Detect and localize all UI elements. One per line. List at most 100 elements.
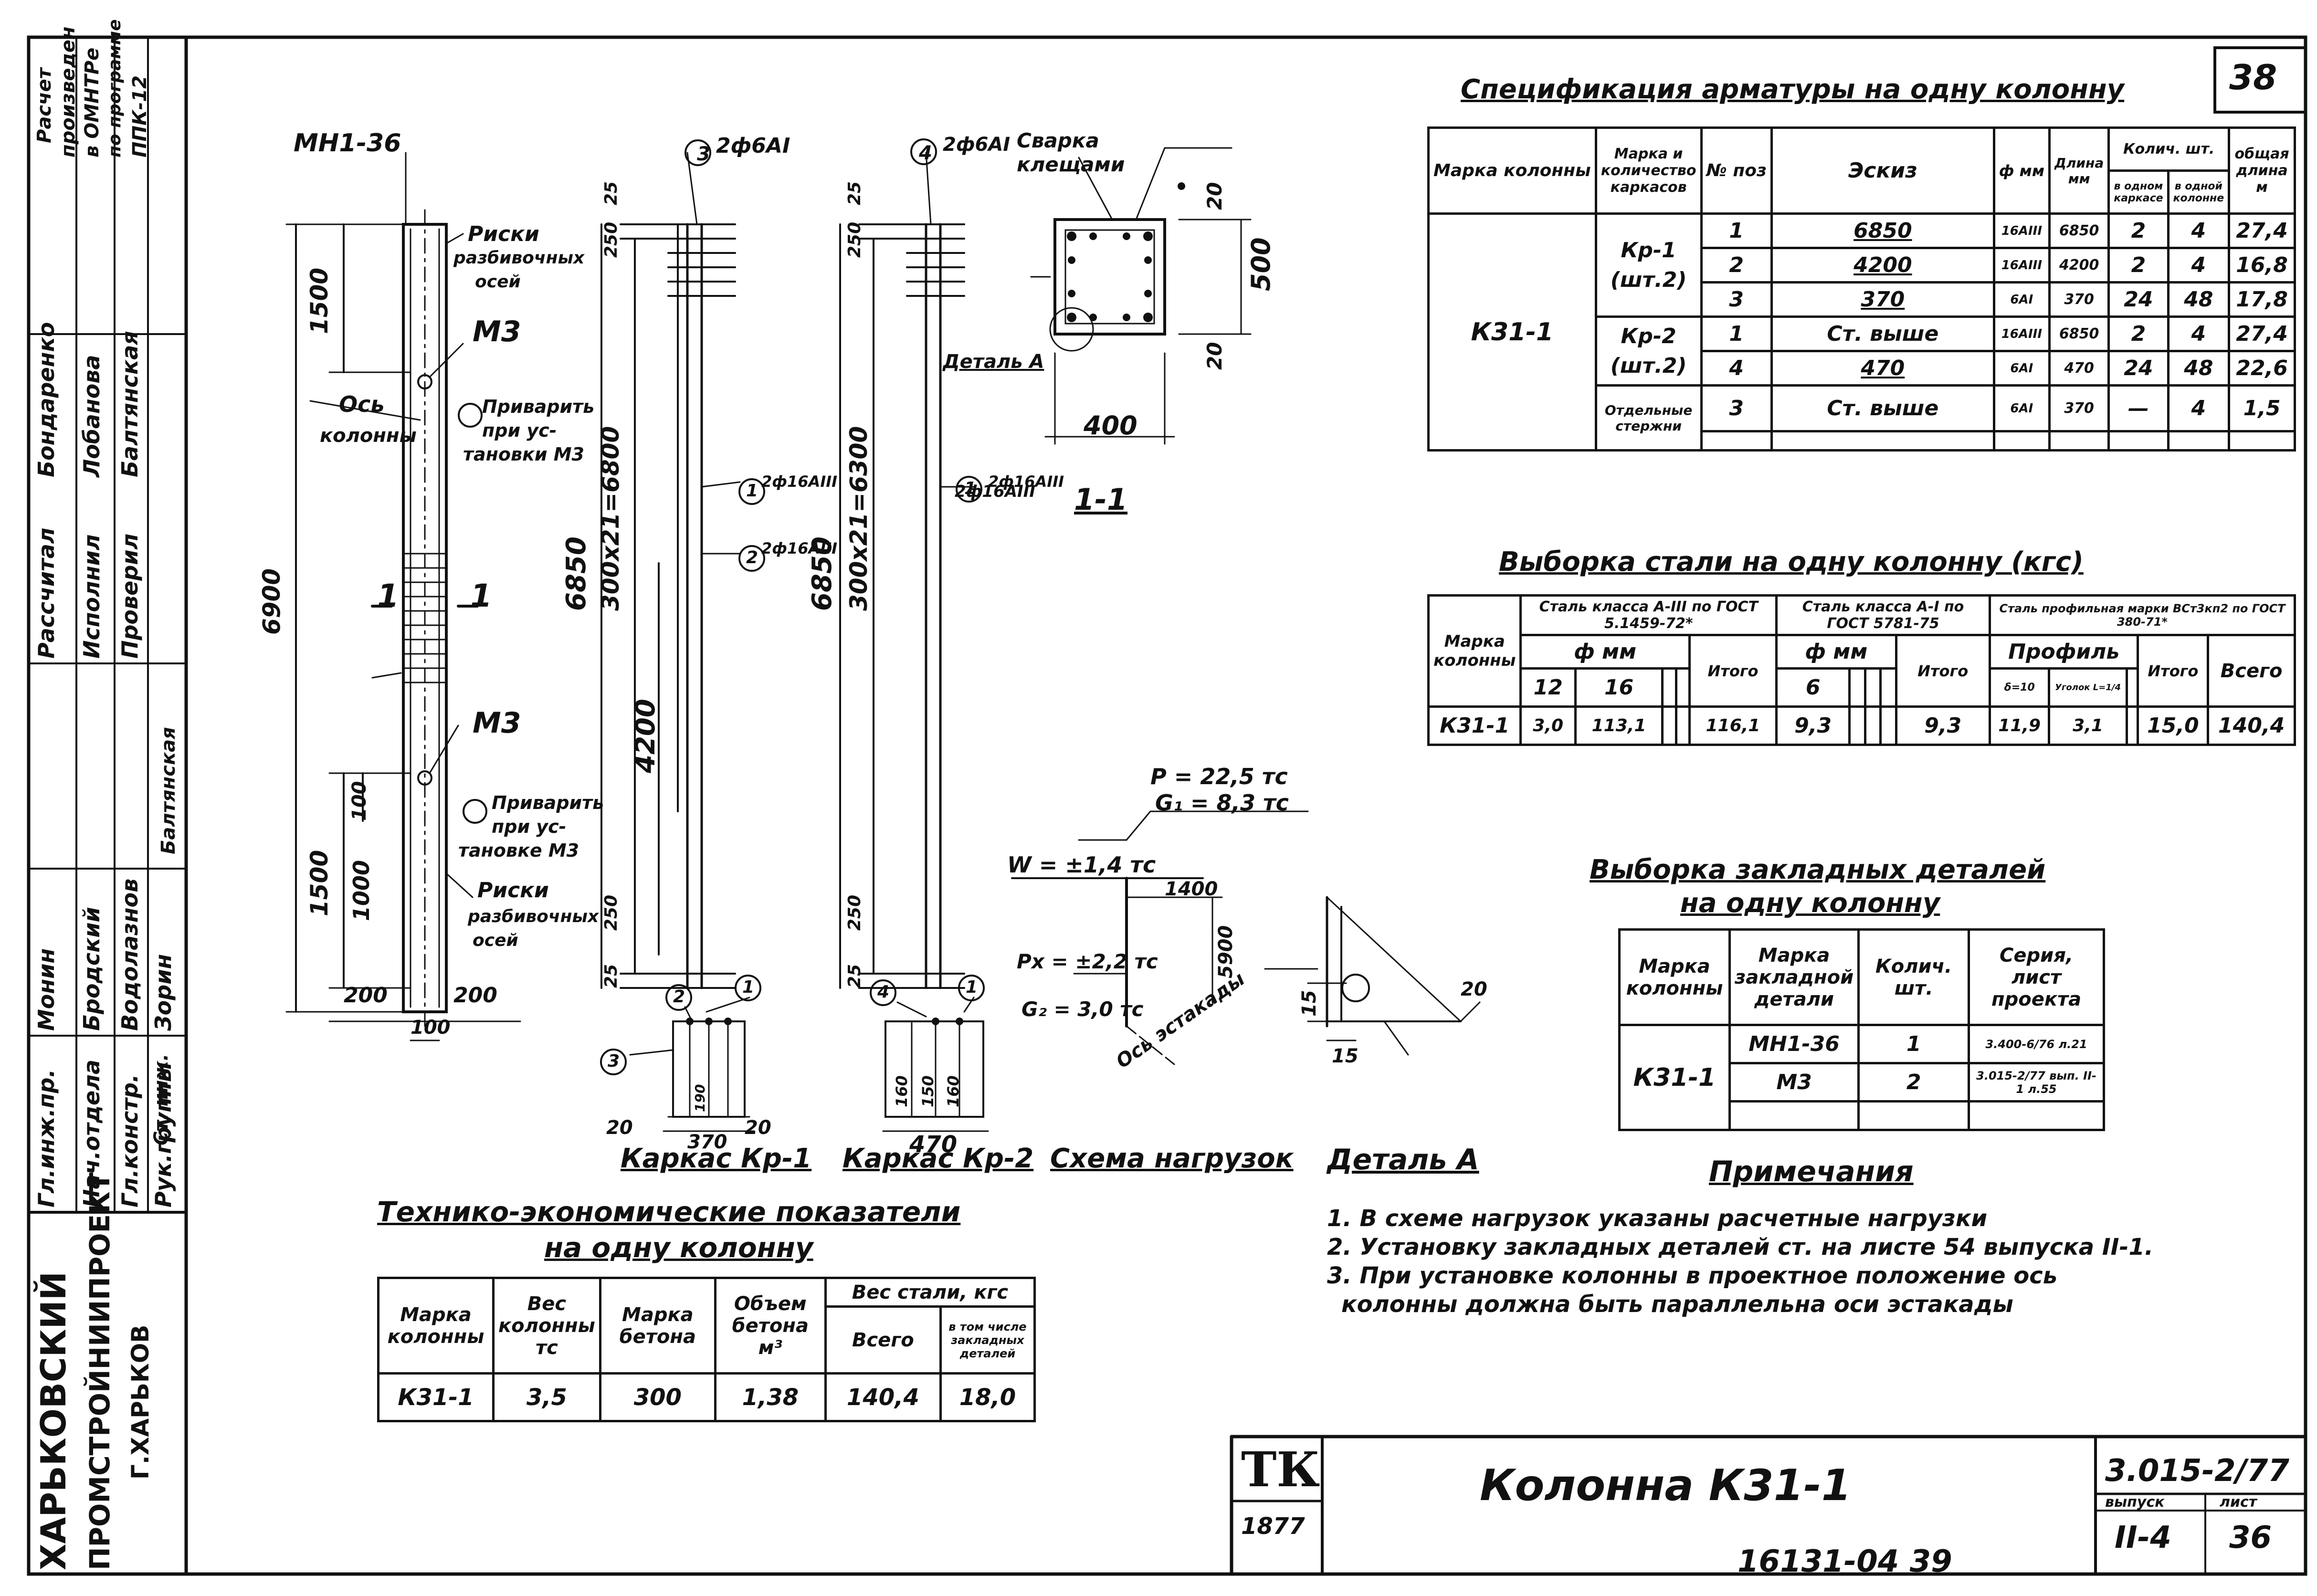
caption-kr1: Каркас Кр-1 [621,1143,812,1174]
steel-d6: 6 [1775,667,1851,708]
role-senior-engineer: Ст. инж. [150,1053,172,1145]
steel-h-dia-a1: ф мм [1775,634,1897,670]
tep-h-volume: Объем бетона м³ [714,1277,827,1375]
dim-load-1400: 1400 [1165,878,1218,900]
org-city: Г.ХАРЬКОВ [126,1324,154,1480]
spec-len: 370 [2048,384,2110,432]
note-2: 2. Установку закладных деталей ст. на ли… [1327,1234,2154,1260]
label-sec-cut: 1-1 [1074,482,1128,517]
role-head-dept: Нач.отдела [79,1060,105,1208]
steel-a16: 113,1 [1574,705,1664,746]
steel-h-itogo-prof: Итого [2137,634,2210,708]
spec-total: 16,8 [2228,247,2296,284]
spec-col-mark: К31-1 [1427,212,1597,452]
dim-kr2-step: 300x21=6300 [845,426,873,611]
steel-table: Марка колонны Сталь класса А-III по ГОСТ… [1427,594,2296,746]
spec-h-len: Длина мм [2048,126,2110,215]
spec-in-col: 48 [2167,281,2231,318]
spec-len: 370 [2048,281,2110,318]
dim-kr1-250-bottom: 250 [601,894,621,931]
dim-det-15-left: 15 [1298,990,1320,1017]
embed-h-mark: Марка колонны [1618,928,1731,1026]
spec-dia: 6АI [1992,281,2051,318]
load-g1: G₁ = 8,3 тс [1155,790,1289,816]
name-monin: Монин [33,948,59,1031]
steel-h-vsego: Всего [2207,634,2296,708]
embed-ref: 3.400-6/76 л.21 [1968,1024,2105,1064]
series-number: 3.015-2/77 [2105,1453,2289,1489]
spec-pos: 1 [1700,315,1773,352]
tep-h-mark: Марка колонны [377,1277,495,1375]
spec-h-mark: Марка колонны [1427,126,1597,215]
spec-h-sketch: Эскиз [1770,126,1995,215]
marker-kr2-4: 4 [919,142,932,164]
label-axis-2: колонны [320,425,417,447]
name-lobanova: Лобанова [79,355,105,477]
label-weld-top-3: тановки М3 [463,444,584,465]
label-kr1-pos1: 2ф16АIII [761,472,838,491]
dim-kr1-6850: 6850 [561,536,592,611]
stamp-year: 1877 [1241,1513,1305,1540]
tep-h-steel-total: Всего [824,1305,942,1375]
steel-prof2: 3,1 [2048,705,2128,746]
spec-total: 17,8 [2228,281,2296,318]
steel-h-itogo-a1: Итого [1895,634,1991,708]
embed-h-qty: Колич. шт. [1857,928,1970,1026]
dim-100: 100 [348,781,370,821]
spec-dia: 16АIII [1992,315,2051,352]
spec-sketch: Ст. выше [1770,315,1995,352]
label-riski-bottom: Риски [477,878,549,903]
spec-in-col: 4 [2167,384,2231,432]
label-weld-bottom-2: при ус- [492,816,567,837]
spec-in-frame: 2 [2107,212,2170,249]
dim-kr2-160-left: 160 [893,1075,911,1107]
spec-in-frame: 24 [2107,350,2170,387]
label-m3-top: М3 [473,315,521,348]
dim-1000: 1000 [348,860,374,921]
dim-kr1-370: 370 [687,1131,727,1153]
side-note-5: ППК-12 [129,75,151,158]
label-kr2-bar: 2ф6АI [943,134,1011,156]
label-sec-pos: 2ф16АIII [955,482,1035,501]
marker-xs1-2: 2 [673,987,685,1007]
steel-b-total: 9,3 [1895,705,1991,746]
steel-h-a1: Сталь класса А-I по ГОСТ 5781-75 [1775,594,1991,636]
steel-h-profile: Профиль [1988,634,2139,670]
dim-kr2-160-right: 160 [944,1075,962,1107]
spec-pos: 2 [1700,247,1773,284]
side-note-4: по программе [105,19,125,158]
section-mark-left: 1 [377,578,399,614]
label-axis: Ось [339,391,385,417]
marker-xs2-1: 1 [966,977,978,997]
embed-title-1: Выборка закладных деталей [1590,854,2046,885]
tep-volume: 1,38 [714,1372,827,1422]
embed-part: МН1-36 [1728,1024,1860,1064]
role-chief-engineer: Гл.инж.пр. [33,1069,59,1208]
steel-b6: 9,3 [1775,705,1851,746]
spec-group-loose: Отдельные стержни [1594,384,1703,452]
caption-load-scheme: Схема нагрузок [1050,1143,1294,1174]
list-value: 36 [2229,1520,2272,1555]
dim-200-right: 200 [453,983,497,1008]
dim-200-left: 200 [344,983,388,1008]
list-label: лист [2220,1494,2257,1511]
label-kr2-weld: Сварка клещами [1017,129,1125,177]
label-kr1-pos2: 2ф16АIII [761,539,838,557]
org-name-line2: ПРОМСТРОЙНИИПРОЕКТ [84,1172,116,1570]
marker-xs2-4: 4 [877,982,890,1002]
spec-in-col: 48 [2167,350,2231,387]
steel-grand-total: 140,4 [2207,705,2296,746]
role-checked: Проверил [117,533,143,659]
label-riski-bottom-2: разбивочных [468,907,599,926]
dim-sec-20-bottom: 20 [1203,342,1226,370]
name-vodolaznov: Водолазнов [117,878,143,1031]
spec-total: 1,5 [2228,384,2296,432]
dim-100-bottom: 100 [411,1017,451,1039]
name-baltyanskaya-1: Балтянская [158,727,179,854]
load-p: P = 22,5 тс [1150,764,1288,789]
label-weld-bottom: Приварить [492,792,604,813]
spec-h-total: общая длина м [2228,126,2296,215]
tep-weight: 3,5 [492,1372,601,1422]
dim-kr1-25-top: 25 [601,181,621,205]
